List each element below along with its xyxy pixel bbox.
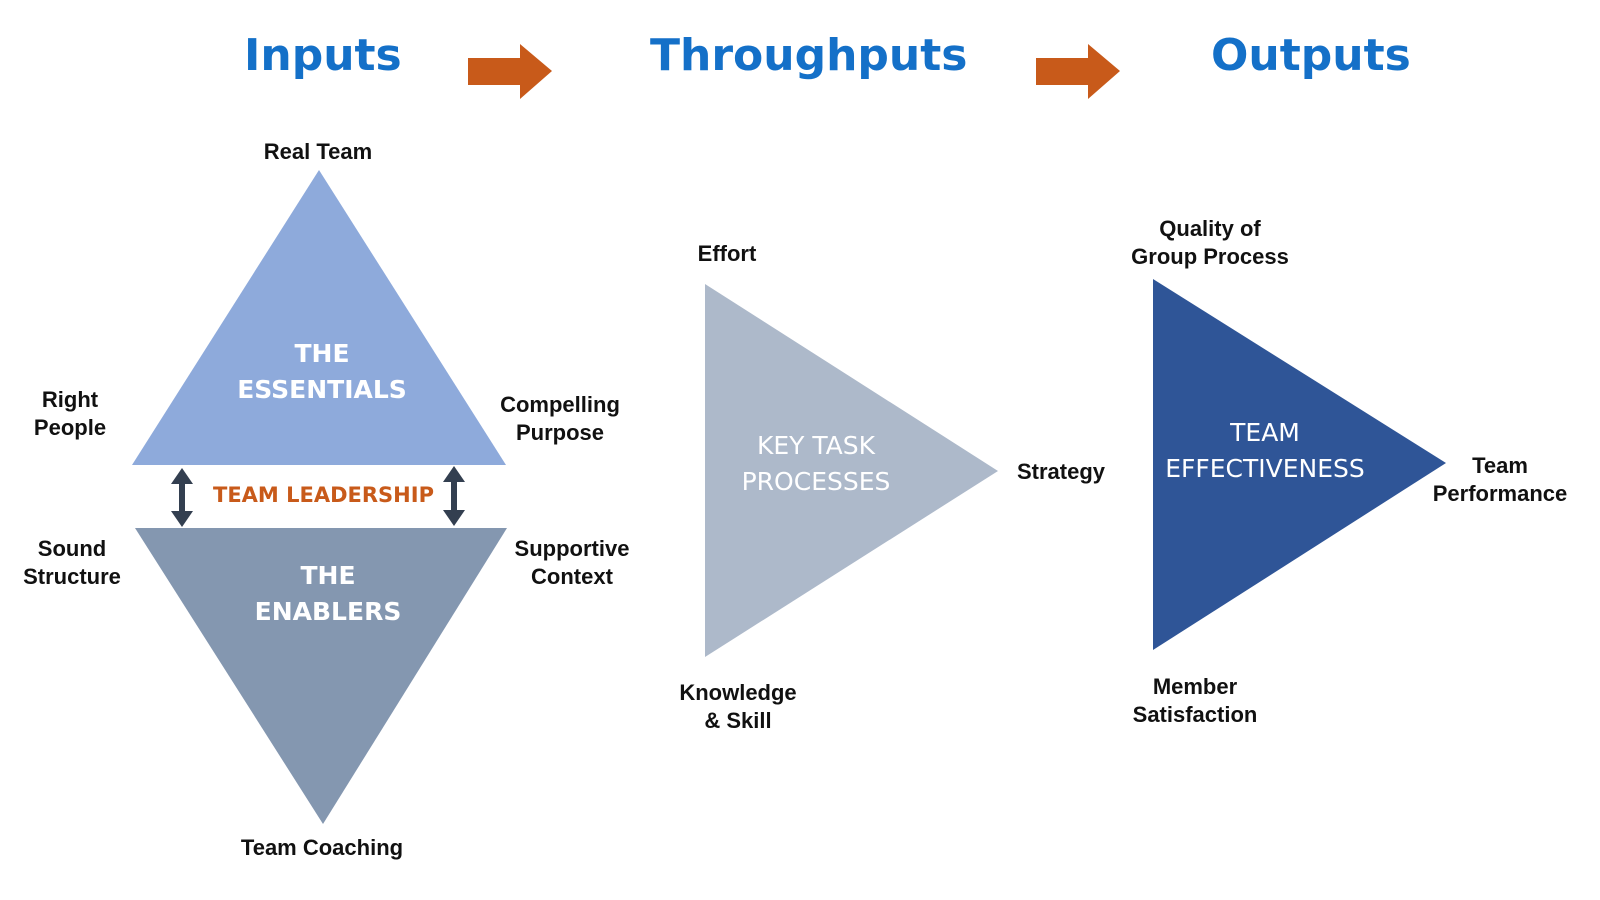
quality-group-process-line1: Quality of (1159, 216, 1261, 241)
flow-arrow-right-icon (468, 44, 552, 99)
member-satisfaction-line2: Satisfaction (1132, 702, 1258, 727)
team-performance-label: Team Performance (1420, 452, 1580, 508)
team-effectiveness-line2: EFFECTIVENESS (1165, 454, 1365, 483)
sound-structure-label: Sound Structure (12, 535, 132, 591)
team-coaching-label: Team Coaching (240, 835, 404, 860)
double-arrow-left-icon (171, 468, 193, 527)
team-effectiveness-line1: TEAM (1230, 418, 1300, 447)
supportive-context-line2: Context (531, 564, 613, 589)
essentials-label-line1: THE (294, 339, 350, 368)
supportive-context-line1: Supportive (514, 536, 630, 561)
essentials-label-line2: ESSENTIALS (237, 375, 407, 404)
outputs-header: Outputs (1211, 30, 1411, 81)
enablers-label-line1: THE (300, 561, 356, 590)
sound-structure-line1: Sound (37, 536, 107, 561)
member-satisfaction-label: Member Satisfaction (1110, 673, 1280, 729)
strategy-label: Strategy (1016, 459, 1106, 484)
quality-group-process-line2: Group Process (1131, 244, 1289, 269)
enablers-label: THE ENABLERS (228, 558, 428, 630)
knowledge-skill-line1: Knowledge (679, 680, 797, 705)
team-effectiveness-triangle (1153, 279, 1446, 650)
team-performance-line2: Performance (1432, 481, 1568, 506)
compelling-purpose-line1: Compelling (500, 392, 620, 417)
team-effectiveness-label: TEAM EFFECTIVENESS (1150, 415, 1380, 487)
inputs-header: Inputs (244, 30, 402, 81)
team-leadership-label: TEAM LEADERSHIP (213, 483, 434, 507)
real-team-label: Real Team (263, 139, 373, 164)
enablers-triangle (135, 528, 507, 824)
essentials-triangle (132, 170, 506, 465)
team-performance-line1: Team (1472, 453, 1528, 478)
sound-structure-line2: Structure (23, 564, 121, 589)
key-task-line1: KEY TASK (756, 431, 876, 460)
member-satisfaction-line1: Member (1152, 674, 1238, 699)
throughputs-header: Throughputs (650, 30, 968, 81)
flow-arrow-right-icon (1036, 44, 1120, 99)
supportive-context-label: Supportive Context (502, 535, 642, 591)
right-people-line1: Right (41, 387, 99, 412)
right-people-label: Right People (20, 386, 120, 442)
knowledge-skill-line2: & Skill (704, 708, 772, 733)
right-people-line2: People (33, 415, 107, 440)
double-arrow-right-icon (443, 466, 465, 526)
compelling-purpose-label: Compelling Purpose (490, 391, 630, 447)
key-task-processes-triangle (705, 284, 998, 657)
key-task-processes-label: KEY TASK PROCESSES (716, 428, 916, 500)
compelling-purpose-line2: Purpose (515, 420, 605, 445)
key-task-line2: PROCESSES (741, 467, 891, 496)
quality-group-process-label: Quality of Group Process (1115, 215, 1305, 271)
essentials-label: THE ESSENTIALS (222, 336, 422, 408)
knowledge-skill-label: Knowledge & Skill (668, 679, 808, 735)
enablers-label-line2: ENABLERS (254, 597, 402, 626)
effort-label: Effort (697, 241, 757, 266)
